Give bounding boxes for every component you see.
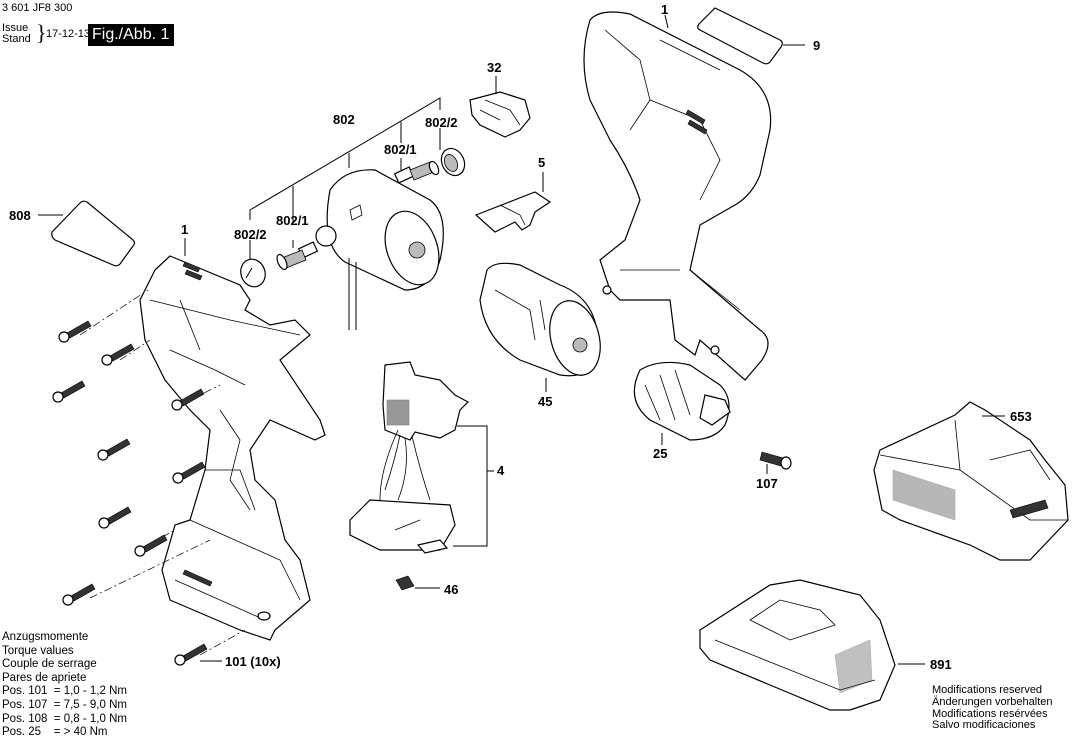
- part-802-1-brush-left[interactable]: [275, 241, 319, 271]
- callout-802-1-top[interactable]: 802/1: [384, 142, 417, 157]
- screw-101[interactable]: [52, 380, 86, 403]
- screw-101[interactable]: [134, 534, 168, 557]
- stand-label: Stand: [2, 33, 31, 45]
- issue-date: 17-12-13: [46, 28, 91, 40]
- callout-802[interactable]: 802: [333, 112, 355, 127]
- screw-101[interactable]: [171, 388, 205, 411]
- callout-32[interactable]: 32: [487, 60, 502, 75]
- callout-107[interactable]: 107: [756, 476, 778, 491]
- figure-label: Fig./Abb. 1: [88, 24, 175, 46]
- part-9-label-sticker[interactable]: [697, 7, 805, 65]
- callout-891[interactable]: 891: [930, 657, 952, 672]
- part-32-selector-switch[interactable]: [469, 76, 531, 138]
- part-107-screw[interactable]: [759, 451, 792, 474]
- part-1-housing-right[interactable]: [583, 11, 772, 381]
- screw-101[interactable]: [62, 583, 96, 606]
- torque-pos-101: Pos. 101 = 1,0 - 1,2 Nm: [2, 685, 127, 698]
- callout-802-1-left[interactable]: 802/1: [276, 213, 309, 228]
- callout-802-2-left[interactable]: 802/2: [234, 227, 267, 242]
- part-25-chuck[interactable]: [633, 361, 731, 445]
- brace-glyph: }: [36, 20, 47, 45]
- callout-653[interactable]: 653: [1010, 409, 1032, 424]
- callout-4[interactable]: 4: [497, 463, 505, 478]
- callout-9[interactable]: 9: [813, 38, 821, 53]
- mods-fr: Modifications resérvées: [932, 707, 1048, 720]
- part-5-slide-switch[interactable]: [474, 172, 552, 233]
- torque-title-es: Pares de apriete: [2, 671, 87, 684]
- torque-pos-25: Pos. 25 = > 40 Nm: [2, 726, 108, 739]
- part-46-spring[interactable]: [395, 575, 440, 591]
- part-4-switch-assembly[interactable]: [349, 361, 494, 554]
- mods-en: Modifications reserved: [932, 684, 1043, 696]
- motor-callout-brackets: [249, 97, 441, 260]
- torque-title-fr: Couple de serrage: [2, 658, 97, 671]
- callout-45[interactable]: 45: [538, 394, 553, 409]
- callout-1-right-housing[interactable]: 1: [661, 2, 669, 17]
- torque-values-block: Anzugsmomente Torque values Couple de se…: [2, 631, 127, 740]
- part-802-2-cap-left[interactable]: [237, 256, 269, 291]
- torque-pos-107: Pos. 107 = 7,5 - 9,0 Nm: [2, 698, 127, 711]
- torque-title-de: Anzugsmomente: [2, 631, 89, 643]
- part-802-2-cap-top[interactable]: [437, 145, 469, 180]
- mods-es: Salvo modificaciones: [932, 719, 1036, 732]
- callout-802-2-top[interactable]: 802/2: [425, 115, 458, 130]
- callout-46[interactable]: 46: [444, 582, 459, 597]
- modifications-note: Modifications reserved Änderungen vorbeh…: [932, 684, 1053, 732]
- issue-stand-label: Issue Stand: [2, 23, 31, 45]
- part-808-label-sticker[interactable]: [38, 200, 136, 267]
- callout-25[interactable]: 25: [653, 446, 668, 461]
- part-802-1-brush-top[interactable]: [393, 160, 441, 184]
- screw-101[interactable]: [174, 643, 208, 666]
- mods-de: Änderungen vorbehalten: [932, 695, 1053, 708]
- part-1-housing-left[interactable]: [139, 238, 326, 641]
- part-number: 3 601 JF8 300: [2, 2, 73, 14]
- callout-1-left-housing[interactable]: 1: [181, 222, 189, 237]
- part-653-charger[interactable]: [873, 401, 1069, 561]
- screw-101[interactable]: [58, 320, 92, 343]
- screw-101[interactable]: [172, 461, 206, 484]
- screw-101-set: [52, 320, 208, 666]
- issue-label: Issue: [2, 22, 29, 34]
- screw-101[interactable]: [97, 438, 131, 461]
- part-45-gearbox[interactable]: [479, 262, 608, 392]
- callout-101[interactable]: 101 (10x): [225, 654, 281, 669]
- callout-5[interactable]: 5: [538, 155, 546, 170]
- part-802-motor[interactable]: [315, 169, 448, 330]
- torque-pos-108: Pos. 108 = 0,8 - 1,0 Nm: [2, 712, 127, 725]
- torque-title-en: Torque values: [2, 644, 74, 657]
- screw-101[interactable]: [101, 343, 135, 366]
- screw-101[interactable]: [98, 506, 132, 529]
- part-891-battery[interactable]: [699, 579, 925, 711]
- callout-808[interactable]: 808: [9, 208, 31, 223]
